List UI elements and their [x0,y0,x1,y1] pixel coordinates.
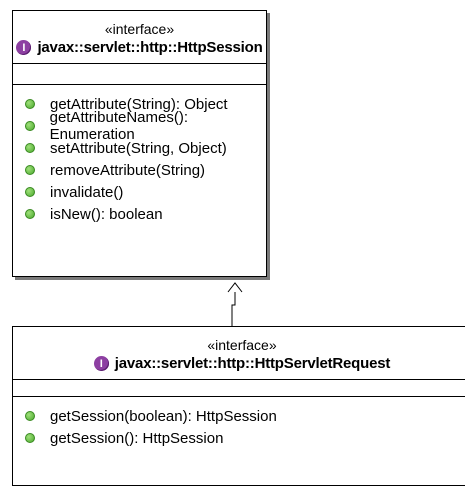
operation-item[interactable]: setAttribute(String, Object) [13,137,266,159]
operation-item[interactable]: isNew(): boolean [13,203,266,225]
attributes-compartment [13,379,465,396]
public-operation-icon [25,165,35,175]
interface-icon: I [93,356,109,371]
class-box-httpsession[interactable]: «interface» I javax::servlet::http::Http… [12,10,267,277]
operation-item[interactable]: getSession(boolean): HttpSession [13,405,465,427]
stereotype-label: «interface» [207,337,277,353]
operation-item[interactable]: getAttribute(String): Object [13,93,266,115]
class-name: javax::servlet::http::HttpServletRequest [114,355,391,372]
class-header: «interface» I javax::servlet::http::Http… [13,327,465,379]
operation-item[interactable]: removeAttribute(String) [13,159,266,181]
operation-item[interactable]: getSession(): HttpSession [13,427,465,449]
public-operation-icon [25,209,35,219]
class-name: javax::servlet::http::HttpSession [37,39,263,56]
operation-item[interactable]: getAttributeNames(): Enumeration [13,109,266,143]
operations-compartment: getSession(boolean): HttpSession getSess… [13,396,465,449]
public-operation-icon [25,187,35,197]
public-operation-icon [25,99,35,109]
arrowhead-icon [227,282,243,293]
operations-compartment: getAttribute(String): Object getAttribut… [13,84,266,225]
public-operation-icon [25,143,35,153]
dependency-line [231,292,236,326]
public-operation-icon [25,433,35,443]
attributes-compartment [13,63,266,84]
stereotype-label: «interface» [104,21,175,37]
class-box-httpservletrequest[interactable]: «interface» I javax::servlet::http::Http… [12,326,465,486]
public-operation-icon [25,411,35,421]
interface-icon: I [16,40,32,55]
class-header: «interface» I javax::servlet::http::Http… [13,11,266,63]
operation-item[interactable]: invalidate() [13,181,266,203]
public-operation-icon [25,121,35,131]
